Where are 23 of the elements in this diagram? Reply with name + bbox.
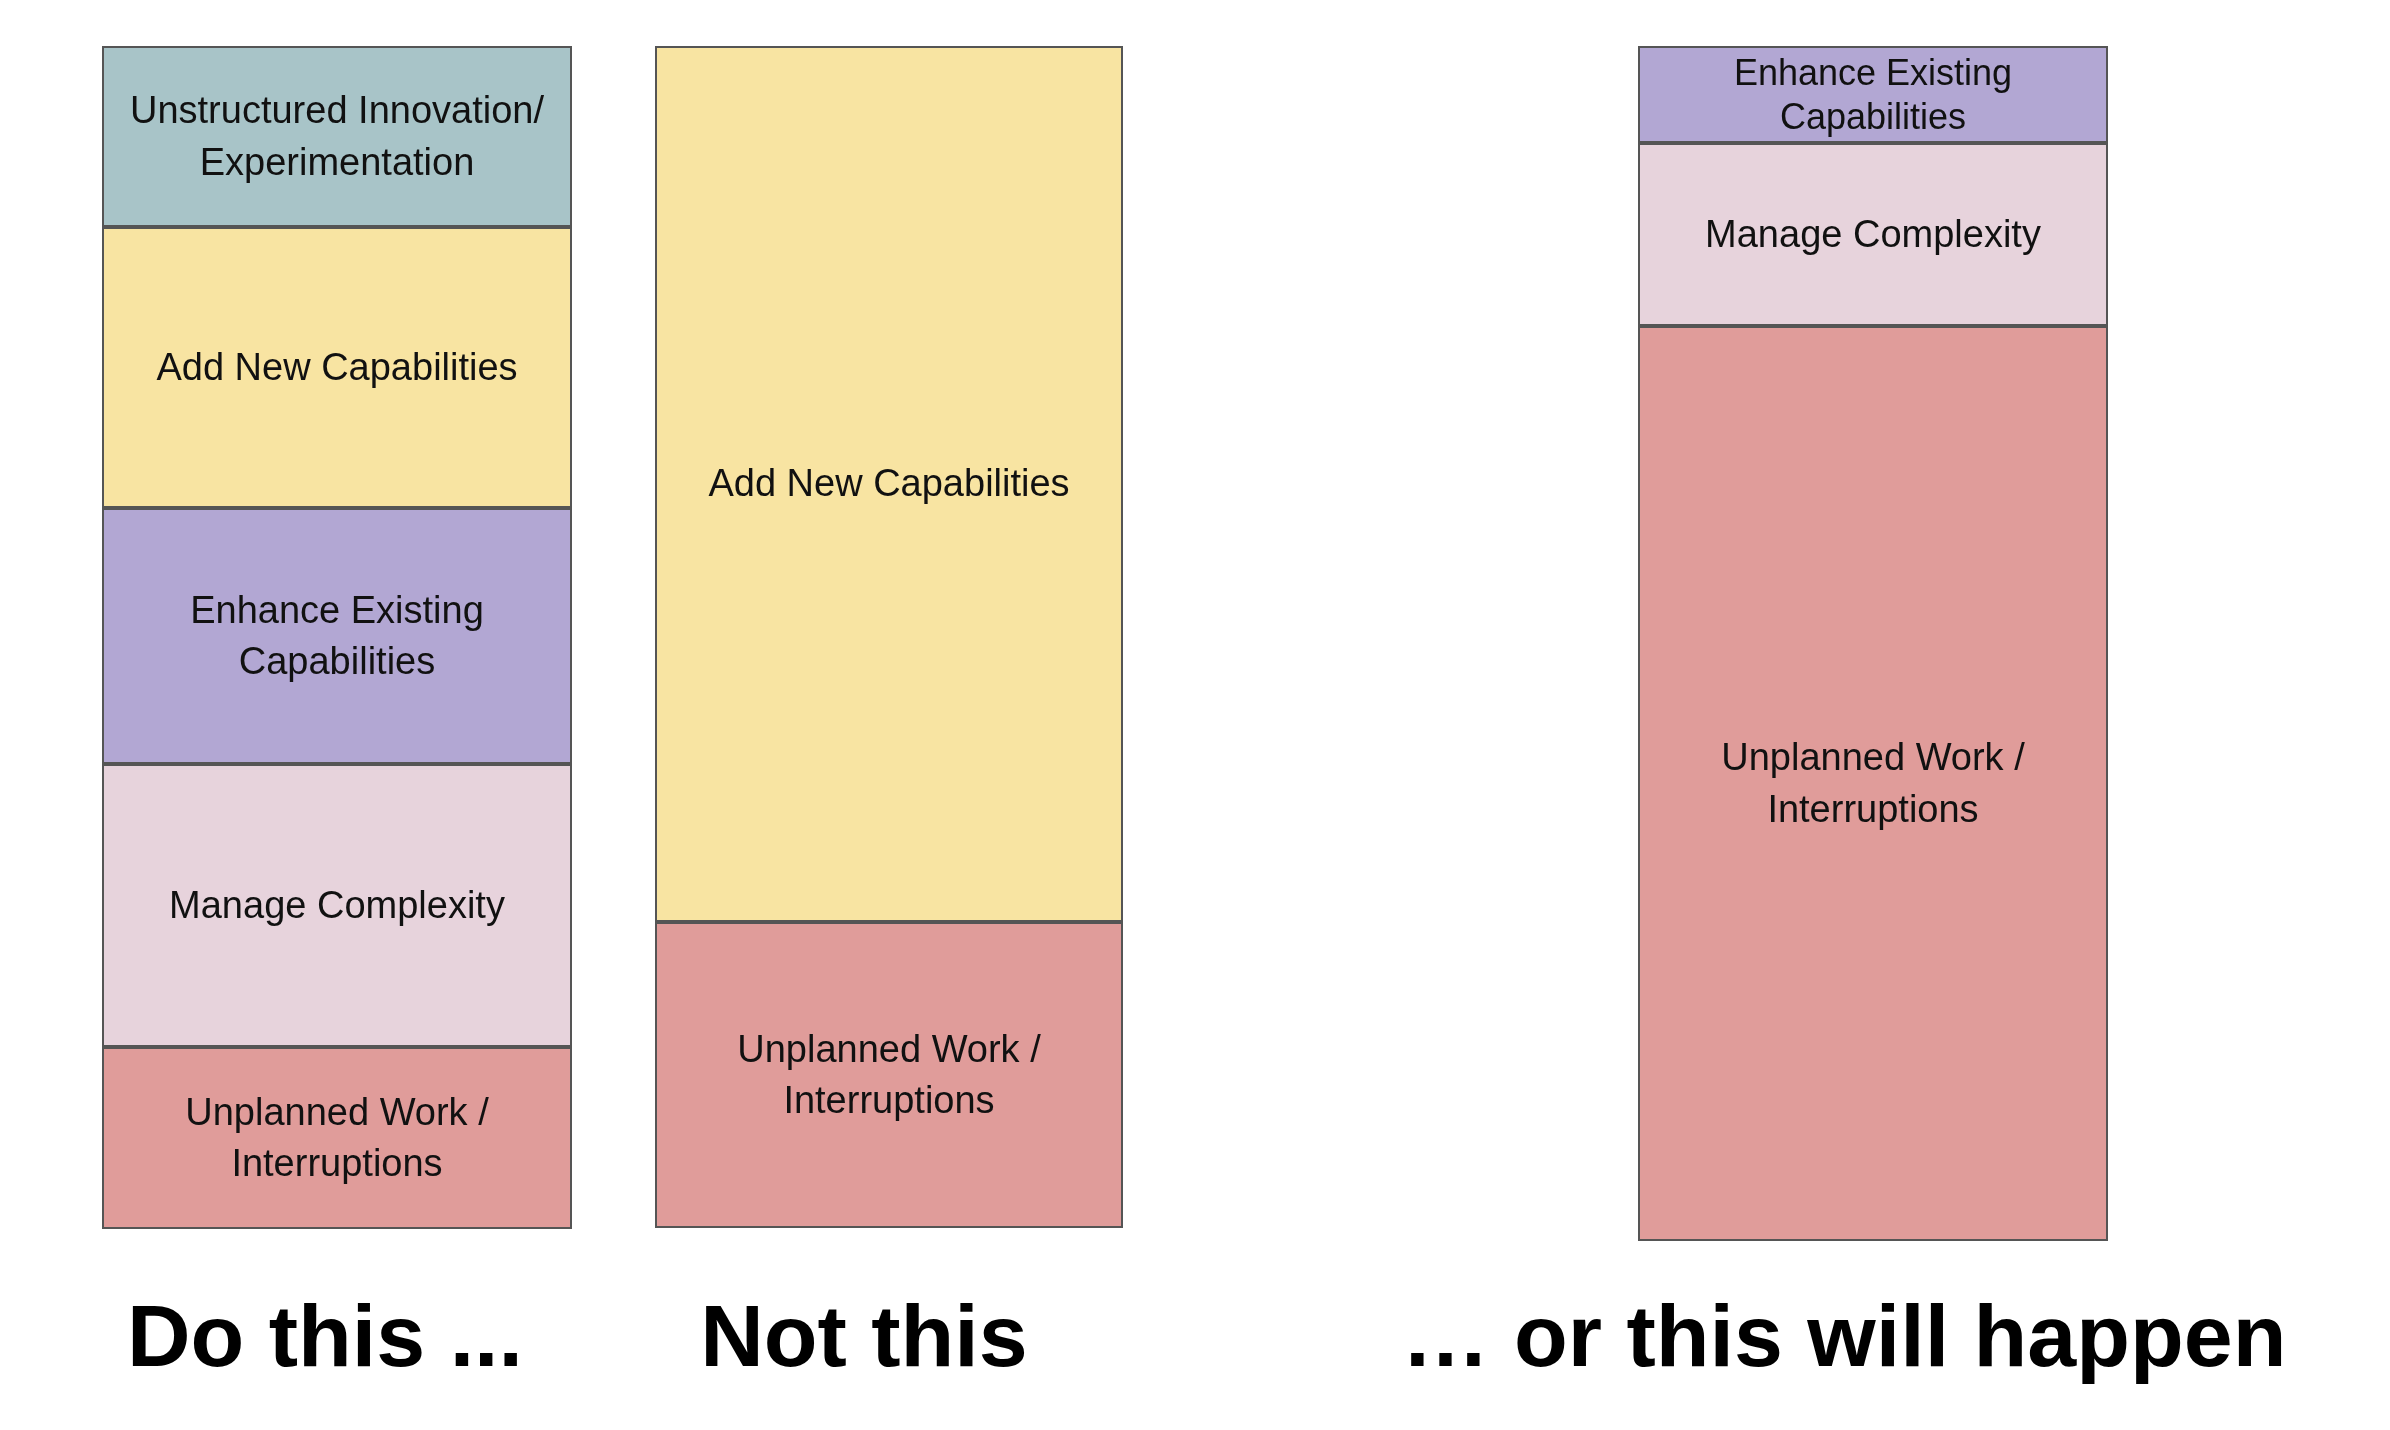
caption: Not this: [700, 1285, 1028, 1387]
work-category-block: [102, 46, 572, 227]
caption: … or this will happen: [1401, 1285, 2287, 1387]
caption: Do this ...: [127, 1285, 523, 1387]
block-label: Add New Capabilities: [156, 344, 518, 390]
block-label: Enhance Existing Capabilities: [1732, 51, 2014, 138]
block-label: Unplanned Work / Interruptions: [736, 1026, 1042, 1123]
block-label: Unstructured Innovation/ Experimentation: [129, 88, 545, 185]
work-category-block: [1638, 46, 2108, 143]
block-label: Unplanned Work / Interruptions: [184, 1089, 490, 1186]
work-category-block: [655, 46, 1123, 922]
work-category-block: [102, 508, 572, 764]
work-category-block: [102, 227, 572, 508]
block-label: Enhance Existing Capabilities: [189, 587, 485, 684]
work-category-block: [655, 922, 1123, 1228]
block-label: Manage Complexity: [1705, 211, 2041, 257]
block-label: Unplanned Work / Interruptions: [1720, 735, 2026, 832]
work-category-block: [102, 1047, 572, 1229]
work-category-block: [102, 764, 572, 1047]
block-label: Manage Complexity: [169, 882, 505, 928]
block-label: Add New Capabilities: [708, 461, 1070, 507]
work-category-block: [1638, 143, 2108, 326]
work-category-block: [1638, 326, 2108, 1241]
